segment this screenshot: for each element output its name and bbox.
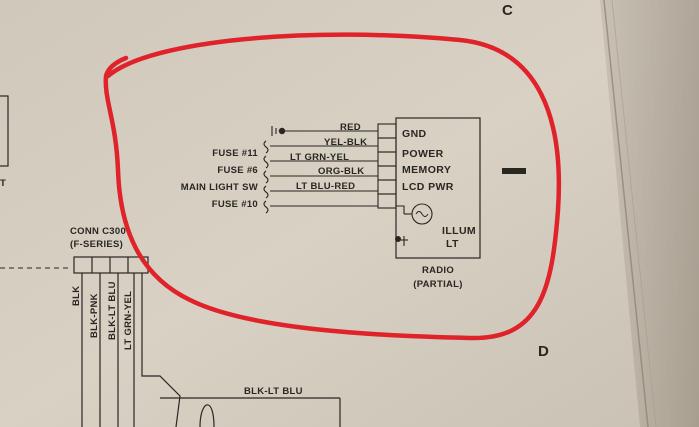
wire-color-lt-blu-red: LT BLU-RED — [296, 181, 355, 192]
source-fuse-10: FUSE #10 — [212, 199, 258, 210]
page-letter-c: C — [502, 2, 513, 19]
dash-mark — [502, 168, 526, 174]
bottom-wire-label: BLK-LT BLU — [244, 386, 303, 397]
radio-label: RADIO — [422, 265, 454, 276]
red-highlight-circle — [103, 32, 562, 341]
wire-color-yel-blk: YEL-BLK — [324, 137, 367, 148]
left-stub-label: T — [0, 178, 6, 189]
illum-label-2: LT — [446, 238, 459, 250]
wire-label-lt-grn-yel: LT GRN-YEL — [123, 291, 134, 350]
source-fuse-6: FUSE #6 — [217, 165, 258, 176]
connector-subtitle: (F-SERIES) — [70, 239, 123, 250]
connector-name: CONN C300 — [70, 226, 126, 237]
pin-power: POWER — [402, 148, 444, 160]
radio-sublabel: (PARTIAL) — [413, 279, 463, 290]
connector-c300 — [73, 256, 341, 427]
pin-gnd: GND — [402, 128, 427, 140]
pin-memory: MEMORY — [402, 164, 451, 176]
source-fuse-11: FUSE #11 — [212, 148, 258, 159]
pin-lcd-pwr: LCD PWR — [402, 181, 454, 193]
book-page-edge — [600, 0, 699, 427]
wire-color-lt-grn-yel: LT GRN-YEL — [290, 152, 349, 163]
source-main-light-sw: MAIN LIGHT SW — [181, 182, 258, 193]
wire-color-red: RED — [340, 122, 361, 133]
wire-label-blk-pnk: BLK-PNK — [89, 293, 100, 338]
page-letter-d: D — [538, 343, 549, 360]
wire-label-blk-lt-blu: BLK-LT BLU — [107, 281, 118, 340]
wire-label-blk: BLK — [71, 286, 82, 306]
illum-label-1: ILLUM — [442, 225, 476, 237]
radio-diagram: RED YEL-BLK LT GRN-YEL ORG-BLK LT BLU-RE… — [181, 117, 481, 290]
wire-color-org-blk: ORG-BLK — [318, 166, 364, 177]
